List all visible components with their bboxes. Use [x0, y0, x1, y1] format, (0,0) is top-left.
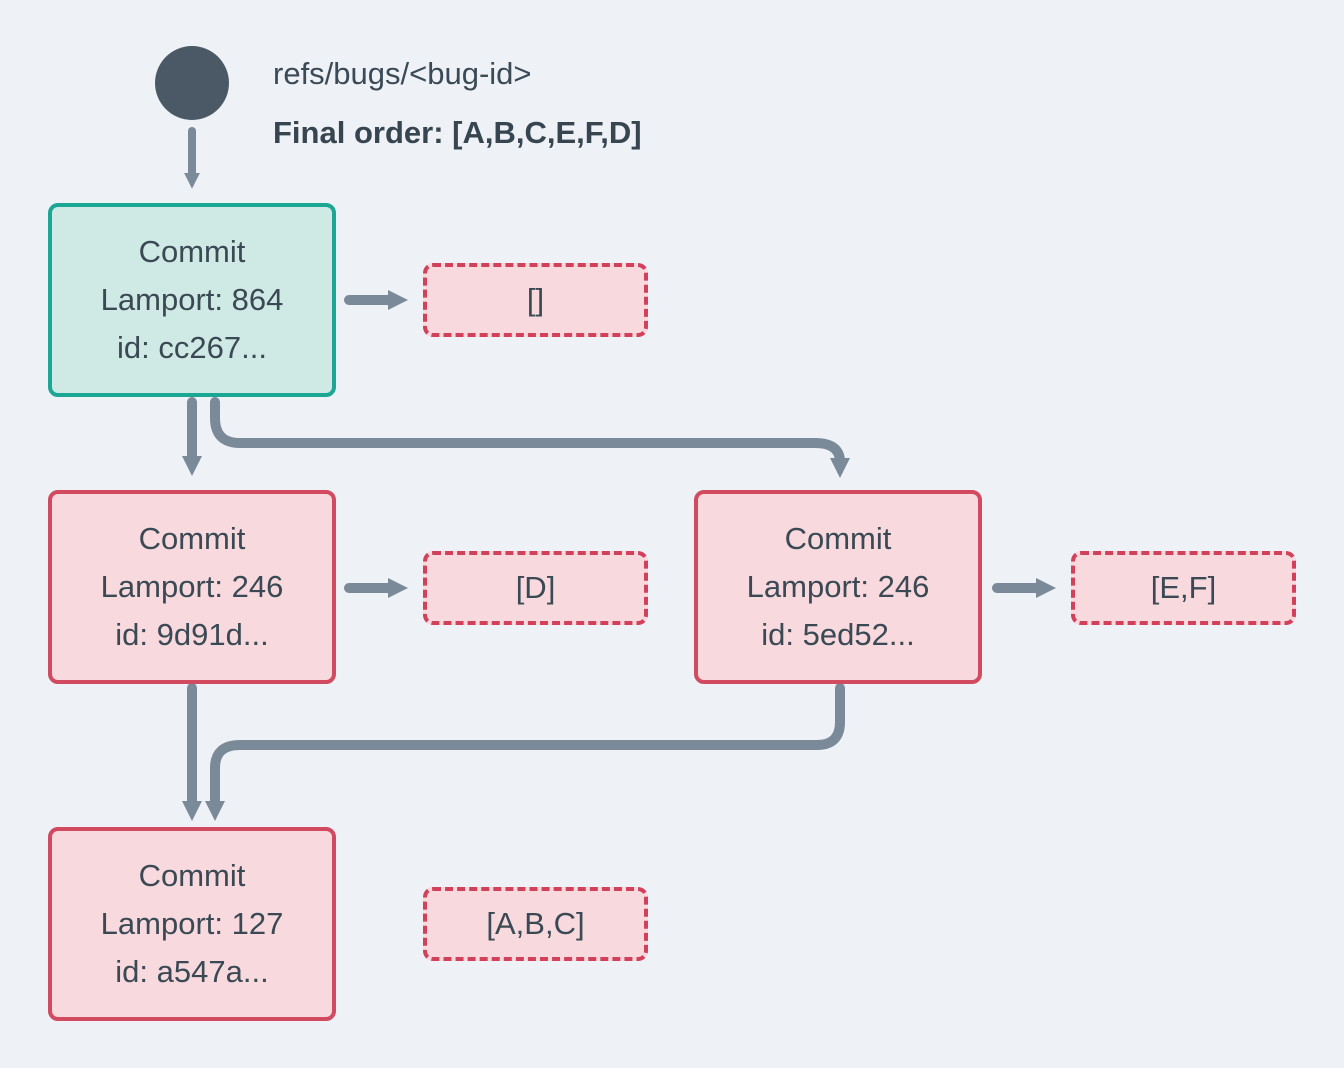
commit-lamport: Lamport: 864: [100, 282, 284, 317]
commit-node-a547a: Commit Lamport: 127 id: a547a...: [48, 827, 336, 1021]
commit-title: Commit: [138, 858, 246, 893]
commit-id: id: 9d91d...: [115, 617, 269, 652]
edge-commit-cc267-to-commit-5ed52: [210, 397, 850, 478]
ops-box-empty: []: [423, 263, 648, 337]
commit-lamport: Lamport: 246: [746, 569, 930, 604]
commit-title: Commit: [138, 521, 246, 556]
ops-box-ef: [E,F]: [1071, 551, 1296, 625]
ref-name-label: refs/bugs/<bug-id>: [273, 56, 532, 91]
commit-lamport: Lamport: 127: [100, 906, 284, 941]
final-order-label: Final order: [A,B,C,E,F,D]: [273, 115, 642, 150]
commit-id: id: 5ed52...: [761, 617, 915, 652]
commit-id: id: a547a...: [115, 954, 269, 989]
commit-node-9d91d: Commit Lamport: 246 id: 9d91d...: [48, 490, 336, 684]
commit-node-5ed52: Commit Lamport: 246 id: 5ed52...: [694, 490, 982, 684]
commit-id: id: cc267...: [117, 330, 267, 365]
commit-node-cc267: Commit Lamport: 864 id: cc267...: [48, 203, 336, 397]
commit-title: Commit: [138, 234, 246, 269]
edge-commit-5ed52-to-commit-a547a: [205, 683, 845, 821]
commit-lamport: Lamport: 246: [100, 569, 284, 604]
commit-title: Commit: [784, 521, 892, 556]
ops-box-d: [D]: [423, 551, 648, 625]
ref-head-node-icon: [155, 46, 229, 120]
ops-box-abc: [A,B,C]: [423, 887, 648, 961]
